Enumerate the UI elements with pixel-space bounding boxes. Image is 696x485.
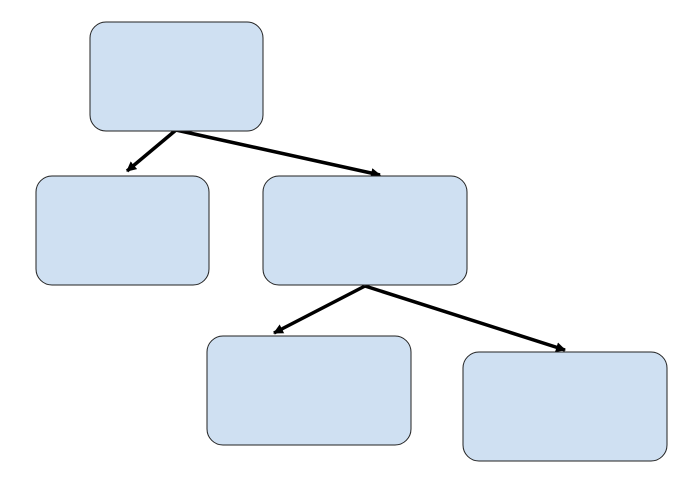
edge-right-child-to-right-left-grandchild: [273, 284, 366, 335]
node-root: [89, 21, 264, 132]
edge-root-to-left-child: [125, 128, 178, 173]
edge-right-child-to-right-right-grandchild: [364, 284, 566, 353]
edges-layer: [125, 128, 566, 353]
node-left-child: [35, 175, 210, 286]
nodes-layer: [35, 21, 668, 462]
node-right-right-grandchild: [462, 351, 668, 462]
edge-root-to-right-child: [175, 128, 381, 178]
node-right-left-grandchild: [206, 335, 412, 446]
node-right-child: [262, 175, 468, 286]
